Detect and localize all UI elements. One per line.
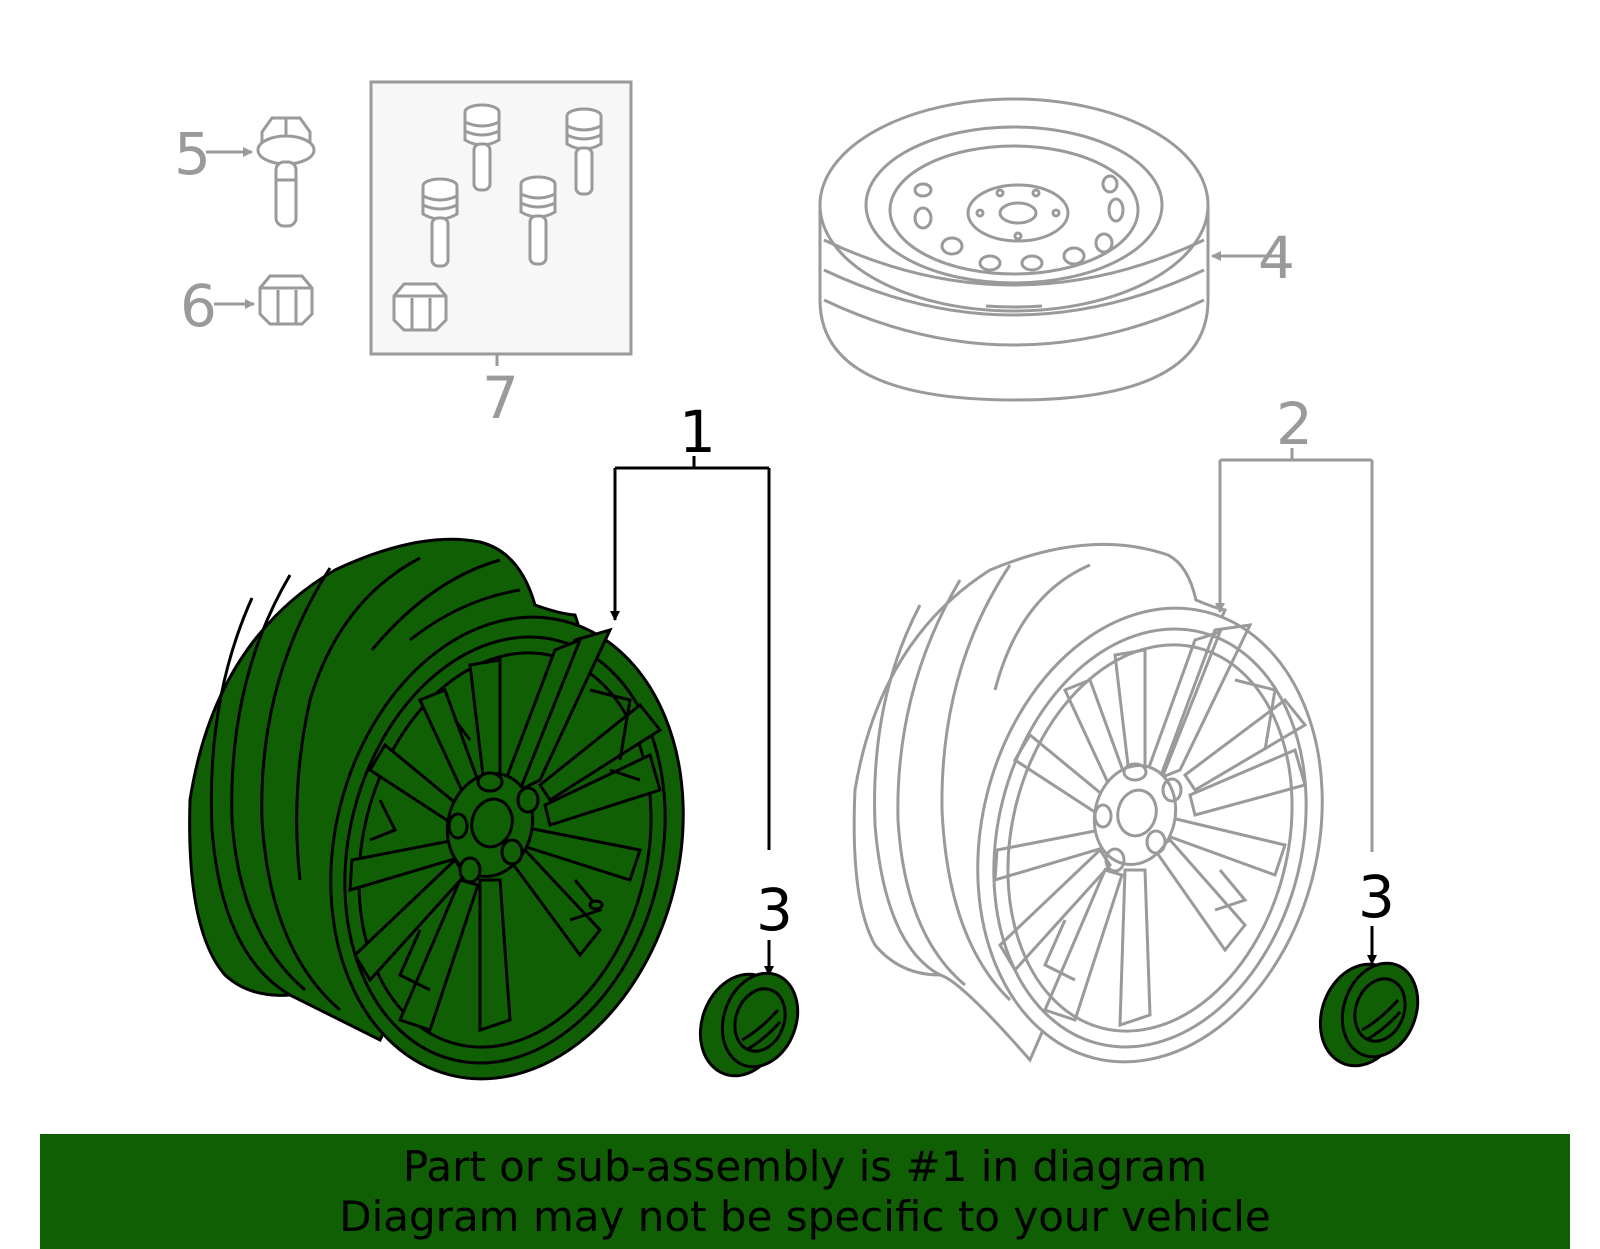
center-cap-part-3-left[interactable]: [687, 962, 811, 1087]
alloy-wheel-part-1[interactable]: [188, 537, 731, 1116]
banner-line-1: Part or sub-assembly is #1 in diagram: [402, 1141, 1208, 1191]
callout-7: 7: [482, 364, 519, 432]
callout-3-right: 3: [1358, 863, 1395, 931]
wheel-lock-kit-part-7[interactable]: [369, 80, 633, 356]
callout-2: 2: [1276, 390, 1313, 458]
lug-nut-cap-part-6[interactable]: [258, 274, 314, 326]
banner-line-2: Diagram may not be specific to your vehi…: [339, 1191, 1271, 1241]
info-banner: Part or sub-assembly is #1 in diagram Di…: [40, 1134, 1570, 1249]
callout-3-left: 3: [756, 876, 793, 944]
alloy-wheel-part-2[interactable]: [852, 543, 1368, 1098]
callout-6: 6: [180, 272, 217, 340]
callout-5: 5: [174, 120, 211, 188]
callout-4: 4: [1258, 224, 1295, 292]
wheel-bolt-part-5[interactable]: [256, 116, 316, 228]
center-cap-part-3-right[interactable]: [1307, 952, 1431, 1077]
callout-1: 1: [679, 398, 716, 466]
spare-wheel-part-4[interactable]: [818, 97, 1210, 402]
